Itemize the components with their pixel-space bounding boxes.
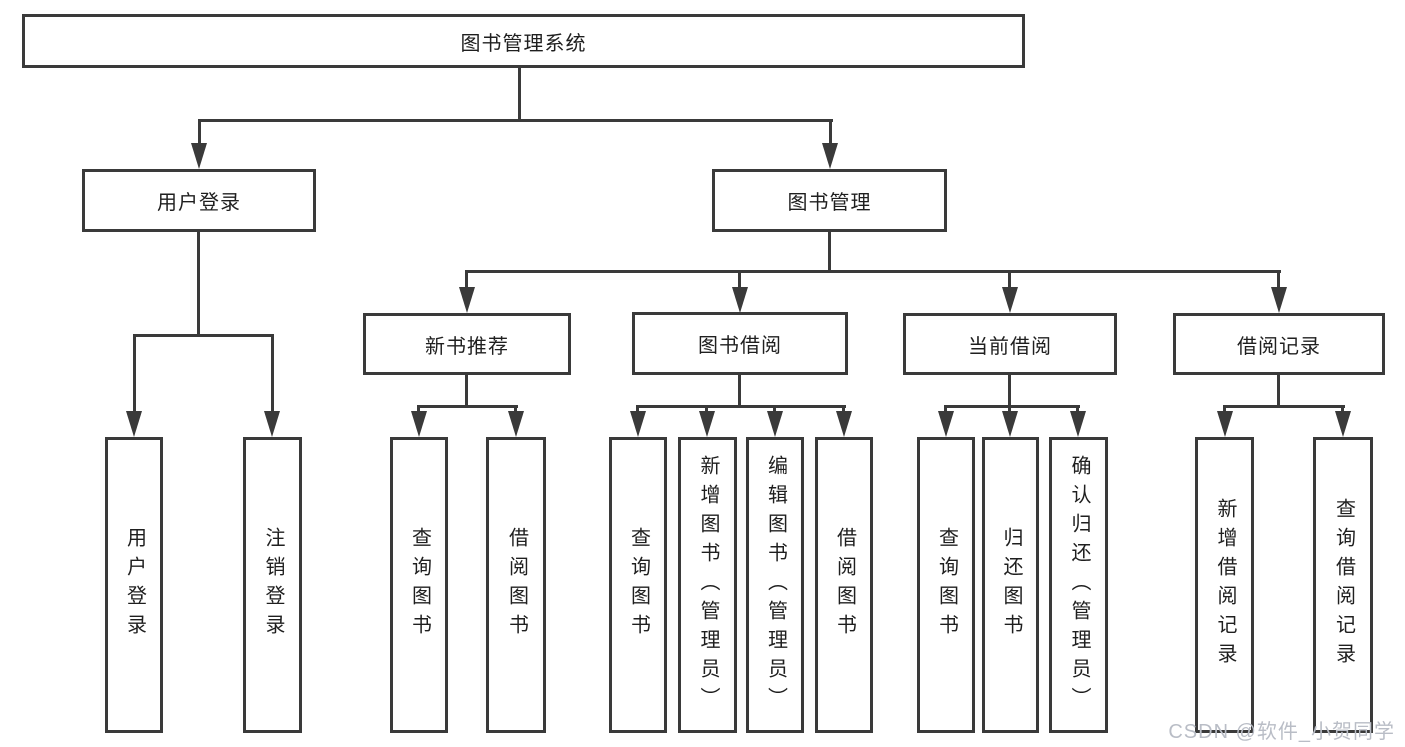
leaf-add-books-admin: 新增图书（管理员） <box>678 437 737 733</box>
arrowhead-down-icon <box>1217 411 1233 437</box>
connector-line <box>705 405 708 415</box>
node-label: 用户登录 <box>157 192 241 214</box>
node-label: 借阅记录 <box>1237 335 1321 358</box>
connector-line <box>1277 270 1280 290</box>
connector-line <box>1277 375 1280 408</box>
arrowhead-down-icon <box>1335 411 1351 437</box>
connector-line <box>198 119 833 122</box>
arrowhead-down-icon <box>508 411 524 437</box>
leaf-borrow-books-recommend: 借阅图书 <box>486 437 546 733</box>
connector-line <box>133 334 136 414</box>
node-new-book-recommendation: 新书推荐 <box>363 313 571 375</box>
arrowhead-down-icon <box>699 411 715 437</box>
leaf-label: 借阅图书 <box>505 527 528 643</box>
leaf-label: 借阅图书 <box>833 527 856 643</box>
leaf-label: 查询图书 <box>408 527 431 643</box>
arrowhead-down-icon <box>1002 411 1018 437</box>
connector-line <box>637 405 846 408</box>
arrowhead-down-icon <box>191 143 207 169</box>
arrowhead-down-icon <box>630 411 646 437</box>
leaf-query-books-borrowing: 查询图书 <box>609 437 667 733</box>
connector-line <box>514 405 517 415</box>
node-library-management-system: 图书管理系统 <box>22 14 1025 68</box>
arrowhead-down-icon <box>459 287 475 313</box>
connector-line <box>466 270 1281 273</box>
connector-line <box>945 405 1080 408</box>
leaf-label: 用户登录 <box>123 527 146 643</box>
arrowhead-down-icon <box>264 411 280 437</box>
connector-line <box>465 375 468 408</box>
arrowhead-down-icon <box>411 411 427 437</box>
connector-line <box>197 232 200 337</box>
leaf-add-borrow-record: 新增借阅记录 <box>1195 437 1254 733</box>
node-label: 新书推荐 <box>425 335 509 358</box>
connector-line <box>133 334 274 337</box>
connector-line <box>738 270 741 290</box>
arrowhead-down-icon <box>732 287 748 313</box>
connector-line <box>842 405 845 415</box>
connector-line <box>271 334 274 414</box>
leaf-label: 查询图书 <box>935 527 958 643</box>
leaf-query-books-current: 查询图书 <box>917 437 975 733</box>
leaf-query-borrow-record: 查询借阅记录 <box>1313 437 1373 733</box>
connector-line <box>1223 405 1226 415</box>
node-label: 图书管理 <box>787 192 872 214</box>
node-label: 图书借阅 <box>698 335 782 357</box>
connector-line <box>738 375 741 408</box>
node-current-borrowing: 当前借阅 <box>903 313 1117 375</box>
arrowhead-down-icon <box>767 411 783 437</box>
leaf-confirm-return-admin: 确认归还（管理员） <box>1049 437 1108 733</box>
leaf-label: 归还图书 <box>1000 527 1022 643</box>
connector-line <box>465 270 468 290</box>
leaf-logout: 注销登录 <box>243 437 302 733</box>
csdn-watermark: CSDN @软件_小贺同学 <box>1168 721 1395 743</box>
leaf-label: 编辑图书（管理员） <box>764 454 787 716</box>
arrowhead-down-icon <box>836 411 852 437</box>
node-label: 图书管理系统 <box>460 32 587 55</box>
leaf-query-books-recommend: 查询图书 <box>390 437 448 733</box>
leaf-label: 新增图书（管理员） <box>697 454 719 716</box>
connector-line <box>773 405 776 415</box>
node-label: 当前借阅 <box>968 335 1052 358</box>
node-book-management: 图书管理 <box>712 169 947 232</box>
connector-line <box>636 405 639 415</box>
leaf-label: 新增借阅记录 <box>1214 498 1236 672</box>
connector-line <box>418 405 518 408</box>
leaf-label: 查询借阅记录 <box>1332 498 1355 672</box>
node-book-borrowing: 图书借阅 <box>632 312 848 375</box>
arrowhead-down-icon <box>938 411 954 437</box>
leaf-user-login: 用户登录 <box>105 437 163 733</box>
arrowhead-down-icon <box>822 143 838 169</box>
arrowhead-down-icon <box>1002 287 1018 313</box>
leaf-label: 确认归还（管理员） <box>1068 454 1090 716</box>
leaf-label: 查询图书 <box>627 527 650 643</box>
connector-line <box>1008 375 1011 408</box>
connector-line <box>1341 405 1344 415</box>
connector-line <box>944 405 947 415</box>
leaf-return-books: 归还图书 <box>982 437 1039 733</box>
arrowhead-down-icon <box>1271 287 1287 313</box>
connector-line <box>829 119 832 147</box>
node-borrowing-records: 借阅记录 <box>1173 313 1385 375</box>
arrowhead-down-icon <box>1070 411 1086 437</box>
connector-line <box>1008 405 1011 415</box>
connector-line <box>1076 405 1079 415</box>
connector-line <box>198 119 201 147</box>
connector-line <box>828 232 831 273</box>
node-user-login: 用户登录 <box>82 169 316 232</box>
leaf-edit-books-admin: 编辑图书（管理员） <box>746 437 804 733</box>
connector-line <box>417 405 420 415</box>
connector-line <box>1008 270 1011 290</box>
arrowhead-down-icon <box>126 411 142 437</box>
leaf-borrow-books-borrowing: 借阅图书 <box>815 437 873 733</box>
leaf-label: 注销登录 <box>262 527 284 643</box>
connector-line <box>1224 405 1345 408</box>
connector-line <box>518 68 521 122</box>
